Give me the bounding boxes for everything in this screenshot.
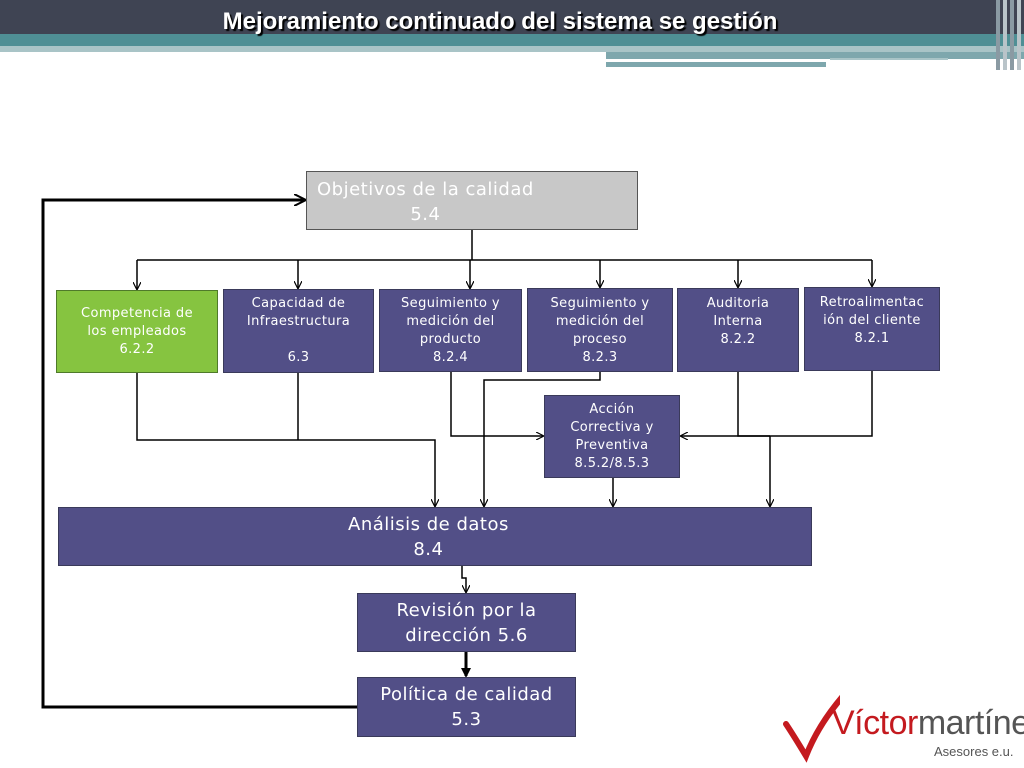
logo-last-name: martínez — [917, 704, 1024, 742]
logo-first-name: Víctor — [832, 704, 918, 742]
node-retroalimentacion-cliente: Retroalimentac ión del cliente 8.2.1 — [804, 287, 940, 371]
slide-header: Mejoramiento continuado del sistema se g… — [0, 0, 1024, 70]
node-politica-calidad: Política de calidad 5.3 — [357, 677, 576, 737]
node-seguimiento-producto: Seguimiento y medición del producto 8.2.… — [379, 289, 522, 372]
node-revision-direccion: Revisión por la dirección 5.6 — [357, 593, 576, 652]
node-capacidad-infraestructura: Capacidad de Infraestructura 6.3 — [223, 289, 374, 373]
header-decoration — [0, 0, 1024, 70]
logo-swoosh-icon — [783, 694, 840, 763]
logo-text: Víctormartínez — [832, 704, 1024, 743]
slide-title: Mejoramiento continuado del sistema se g… — [222, 8, 778, 35]
node-competencia-empleados: Competencia de los empleados 6.2.2 — [56, 290, 218, 373]
node-seguimiento-proceso: Seguimiento y medición del proceso 8.2.3 — [527, 288, 673, 372]
company-logo: Víctormartínez Asesores e.u. — [780, 680, 1024, 768]
node-accion-correctiva-preventiva: Acción Correctiva y Preventiva 8.5.2/8.5… — [544, 395, 680, 478]
node-analisis-datos: Análisis de datos 8.4 — [58, 507, 812, 566]
node-objetivos-calidad: Objetivos de la calidad 5.4 — [306, 171, 638, 230]
logo-subtitle: Asesores e.u. — [934, 744, 1014, 759]
node-auditoria-interna: Auditoria Interna 8.2.2 — [677, 288, 799, 372]
